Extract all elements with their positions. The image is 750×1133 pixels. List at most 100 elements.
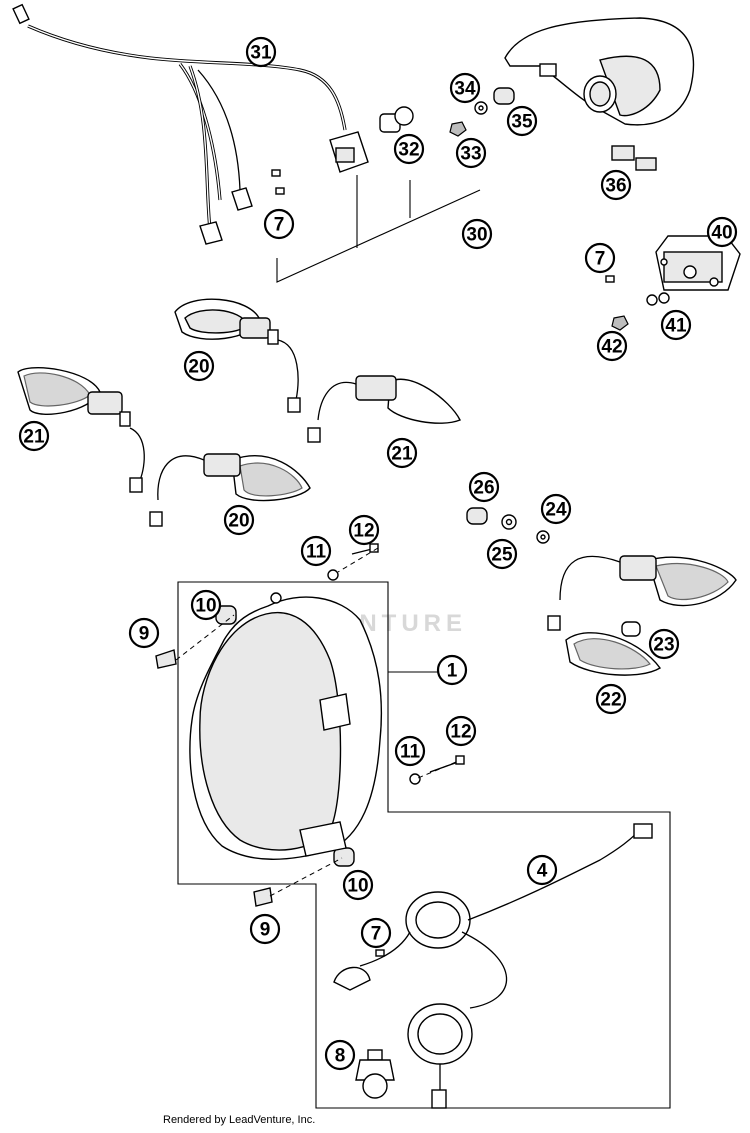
callout-circle — [455, 137, 487, 169]
h4-bulb-8 — [355, 1049, 395, 1099]
callout-number: 23 — [653, 635, 674, 656]
callout-circle — [660, 309, 692, 341]
callout-35: 35 — [506, 105, 538, 137]
callout-22: 22 — [595, 683, 627, 715]
callout-20: 20 — [223, 504, 255, 536]
callout-circle — [486, 538, 518, 570]
pads-36 — [611, 145, 657, 171]
callout-number: 32 — [398, 140, 419, 161]
callout-circle — [445, 715, 477, 747]
callout-number: 10 — [195, 596, 216, 617]
callout-9: 9 — [128, 617, 160, 649]
callout-number: 11 — [400, 742, 421, 763]
callout-circle — [18, 420, 50, 452]
callout-circle — [360, 917, 392, 949]
callout-11: 11 — [300, 535, 332, 567]
callout-number: 22 — [600, 690, 621, 711]
callout-number: 10 — [347, 876, 368, 897]
callout-circle — [249, 913, 281, 945]
footer-credit: Rendered by LeadVenture, Inc. — [163, 1114, 316, 1126]
callout-33: 33 — [455, 137, 487, 169]
callout-25: 25 — [486, 538, 518, 570]
callout-20: 20 — [183, 350, 215, 382]
fasteners-24-26 — [466, 507, 550, 544]
callout-8: 8 — [324, 1039, 356, 1071]
callout-7: 7 — [360, 917, 392, 949]
callout-42: 42 — [596, 330, 628, 362]
indicator-20-top — [174, 298, 301, 413]
callout-number: 7 — [371, 924, 382, 945]
tail-light-housing — [504, 17, 695, 126]
callout-number: 30 — [466, 225, 487, 246]
callout-circle — [394, 735, 426, 767]
callout-number: 12 — [450, 722, 471, 743]
callout-circle — [706, 216, 738, 248]
callout-number: 9 — [260, 920, 271, 941]
callout-circle — [468, 471, 500, 503]
callout-circle — [461, 218, 493, 250]
callout-24: 24 — [540, 493, 572, 525]
callout-number: 8 — [335, 1046, 346, 1067]
callout-circle — [584, 242, 616, 274]
callout-number: 11 — [306, 542, 327, 563]
callout-36: 36 — [600, 169, 632, 201]
callout-number: 4 — [537, 861, 548, 882]
callout-circle — [324, 1039, 356, 1071]
callout-23: 23 — [648, 628, 680, 660]
callout-10: 10 — [342, 869, 374, 901]
callout-number: 41 — [665, 316, 687, 337]
callout-26: 26 — [468, 471, 500, 503]
indicator-21-right — [307, 375, 461, 443]
callout-21: 21 — [18, 420, 50, 452]
callout-9: 9 — [249, 913, 281, 945]
headlight-housing — [189, 592, 383, 860]
callout-number: 35 — [511, 112, 533, 133]
callout-circle — [300, 535, 332, 567]
callout-number: 7 — [274, 215, 285, 236]
indicator-20-bottom — [149, 453, 311, 527]
callout-number: 7 — [595, 249, 606, 270]
callout-number: 20 — [228, 511, 249, 532]
callout-number: 33 — [460, 144, 481, 165]
callout-number: 21 — [391, 444, 413, 465]
callout-number: 20 — [188, 357, 209, 378]
callout-12: 12 — [445, 715, 477, 747]
callout-34: 34 — [449, 72, 481, 104]
indicator-right-22-23 — [547, 555, 737, 676]
callout-41: 41 — [660, 309, 692, 341]
callout-circle — [190, 589, 222, 621]
callout-circle — [595, 683, 627, 715]
callout-number: 21 — [23, 427, 45, 448]
callout-21: 21 — [386, 437, 418, 469]
callout-4: 4 — [526, 854, 558, 886]
callout-number: 24 — [545, 500, 567, 521]
callout-circle — [506, 105, 538, 137]
callout-number: 36 — [605, 176, 626, 197]
wiring-harness-part — [12, 3, 369, 245]
headlight-wiring-4 — [359, 823, 653, 1109]
bulb-32-part — [379, 106, 414, 133]
callout-circle — [540, 493, 572, 525]
callout-number: 31 — [250, 43, 272, 64]
callout-circle — [648, 628, 680, 660]
callout-number: 9 — [139, 624, 150, 645]
callout-number: 42 — [601, 337, 622, 358]
callout-1: 1 — [436, 654, 468, 686]
callout-circle — [386, 437, 418, 469]
callout-10: 10 — [190, 589, 222, 621]
plate-light-40 — [655, 235, 741, 291]
callout-circle — [596, 330, 628, 362]
fasteners-33-35 — [449, 87, 515, 137]
callout-40: 40 — [706, 216, 738, 248]
callout-11: 11 — [394, 735, 426, 767]
callout-number: 26 — [473, 478, 494, 499]
callout-12: 12 — [348, 514, 380, 546]
callout-30: 30 — [461, 218, 493, 250]
callout-circle — [183, 350, 215, 382]
callout-circle — [245, 36, 277, 68]
callout-circle — [393, 133, 425, 165]
callout-number: 40 — [711, 223, 732, 244]
callout-circle — [223, 504, 255, 536]
